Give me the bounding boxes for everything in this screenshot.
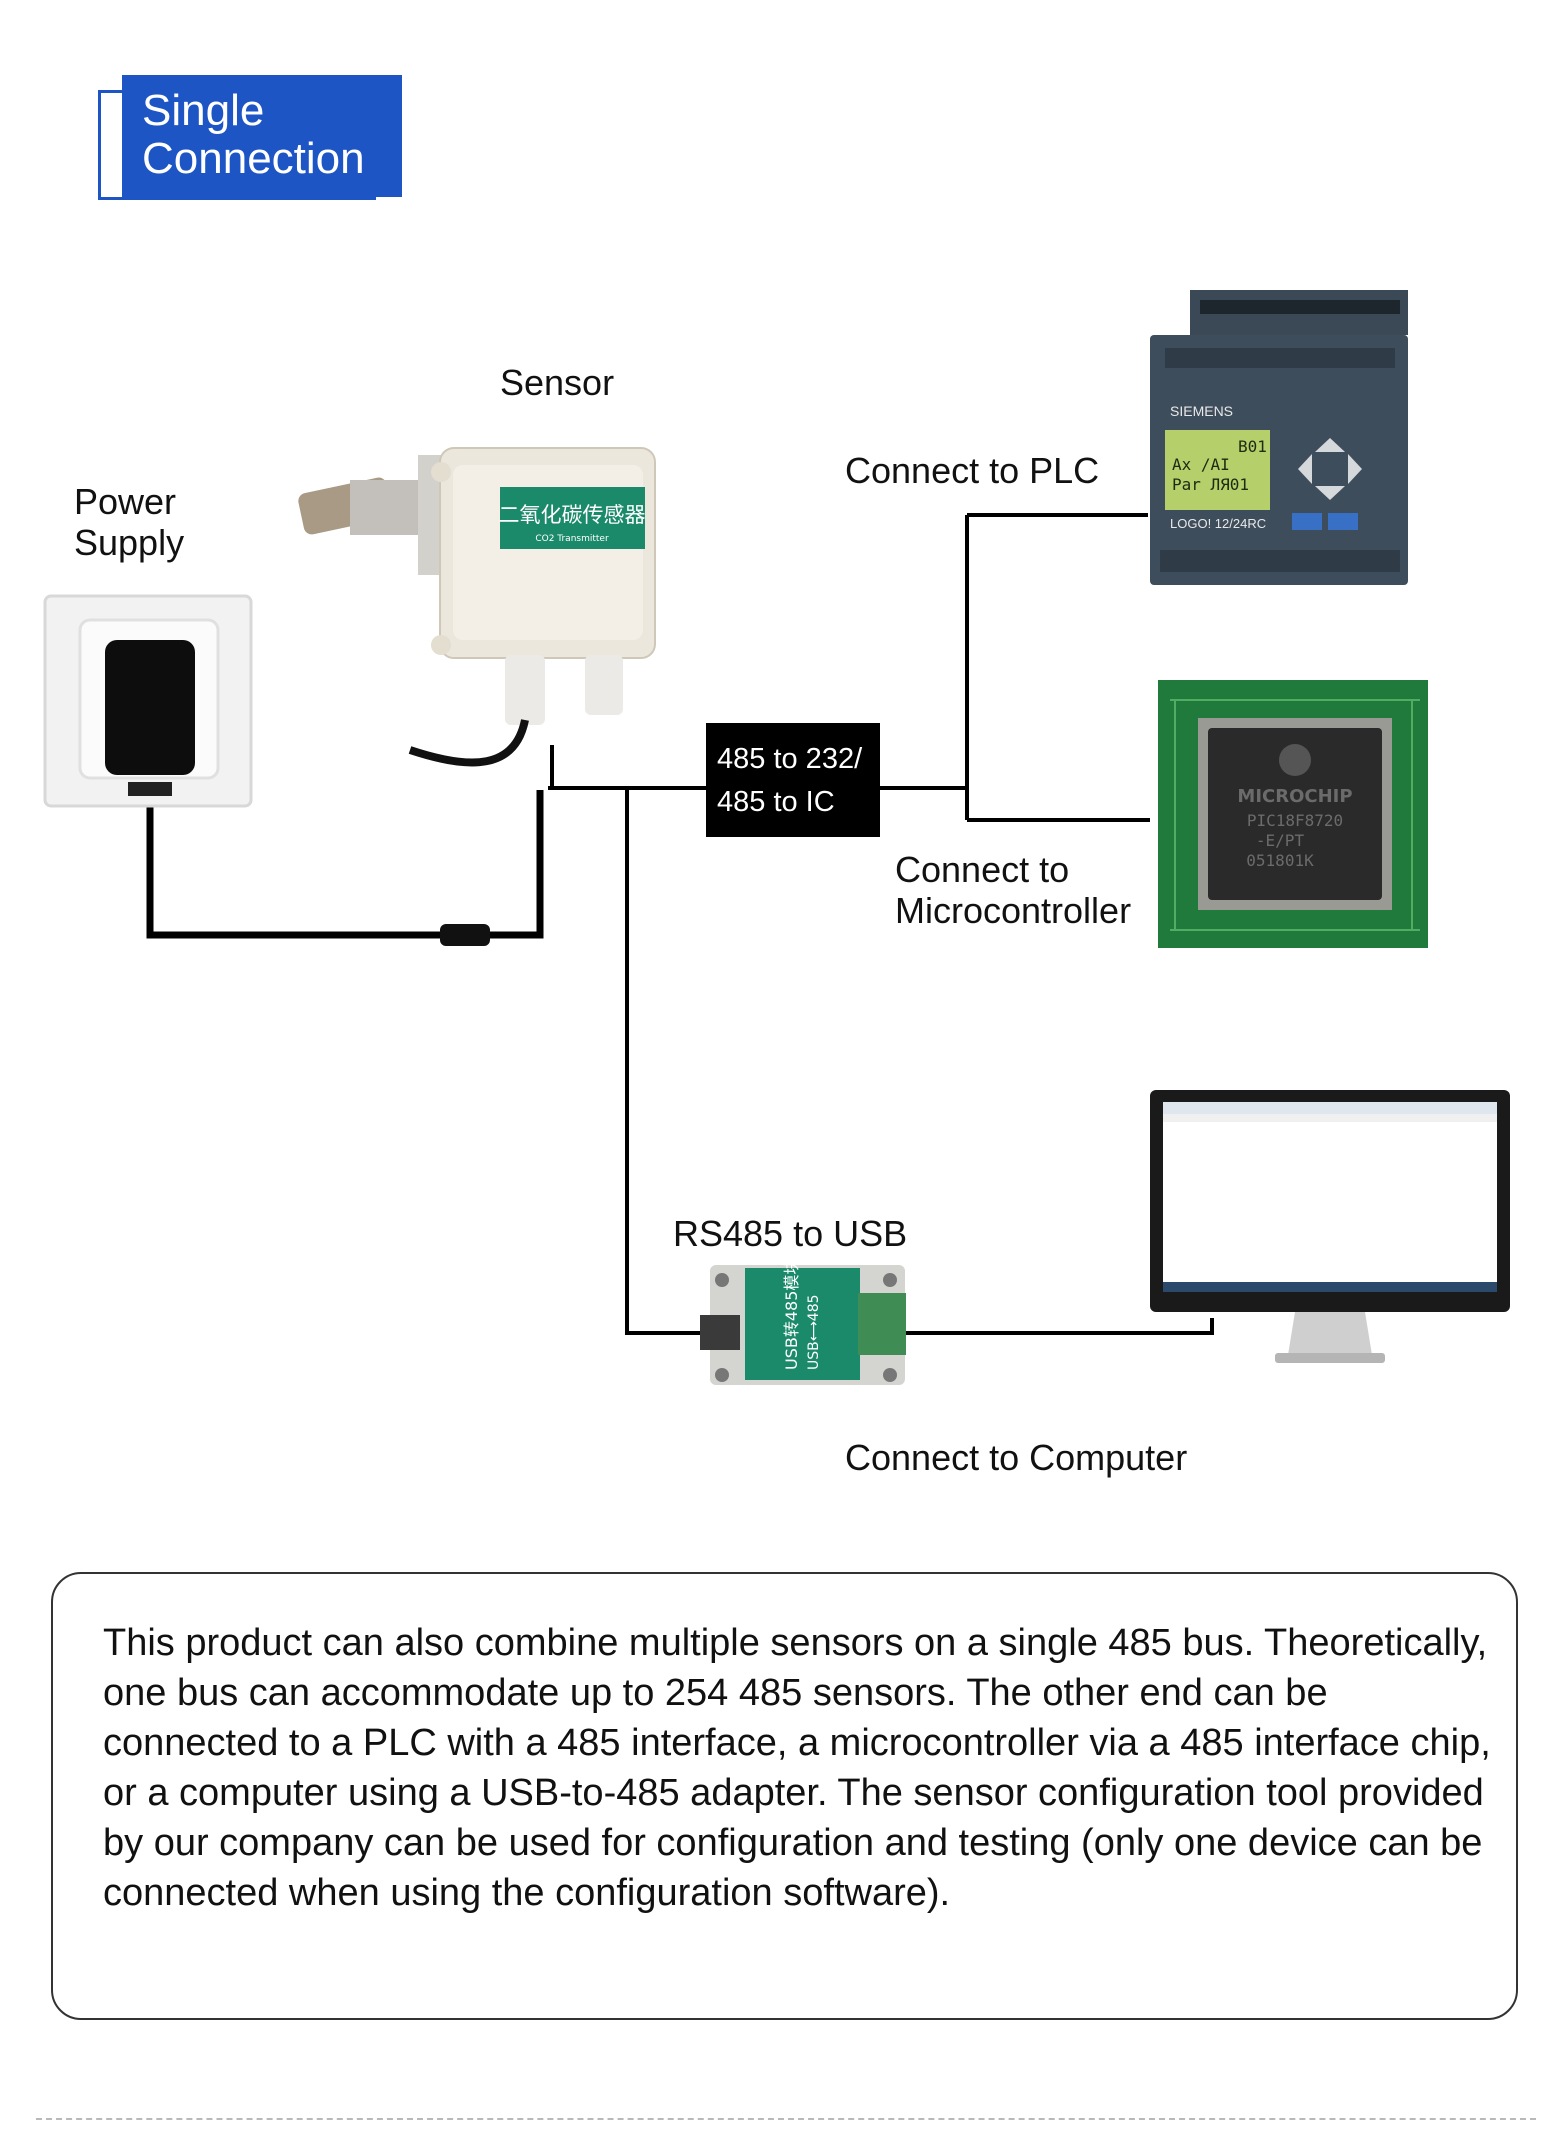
power-socket-image (43, 594, 253, 808)
description-box: This product can also combine multiple s… (51, 1572, 1518, 2020)
converter-label-line2: 485 to IC (717, 786, 835, 818)
bus-wires (548, 513, 1214, 1335)
converter-box-bg (706, 723, 880, 837)
rs485-usb-label: RS485 to USB (673, 1213, 908, 1254)
section-title-line1: Single (142, 86, 265, 135)
plc-image: SIEMENS B01 Ax /AI Par ЛЯ01 LOGO! 12/24R… (1150, 290, 1408, 585)
section-title-badge: Single Connection (98, 75, 402, 202)
plc-screen-line1: B01 (1238, 437, 1267, 456)
chip-part-text: PIC18F8720 (1247, 811, 1343, 830)
chip-lot-text: 051801K (1246, 851, 1314, 870)
connect-computer-label: Connect to Computer (845, 1437, 1188, 1478)
monitor-image (1150, 1090, 1510, 1363)
usb-module-label: USB转485模块 (782, 1259, 801, 1370)
connect-microcontroller-label: Connect to Microcontroller (895, 849, 1132, 931)
plc-screen-line2: Ax /AI (1172, 455, 1230, 474)
sensor-sublabel-text: CO2 Transmitter (535, 534, 609, 544)
power-cable (146, 790, 544, 939)
power-cable-connector (440, 924, 490, 946)
plc-screen-line3: Par ЛЯ01 (1172, 475, 1249, 494)
converter-label-line1: 485 to 232/ (717, 743, 863, 775)
plc-brand-text: SIEMENS (1170, 403, 1233, 419)
usb-module-sublabel: USB⟷485 (806, 1294, 822, 1370)
sensor-label-text: 二氧化碳传感器 (499, 503, 646, 527)
power-supply-label: Power Supply (74, 481, 185, 563)
footer-divider (36, 2118, 1536, 2120)
chip-sub-text: -E/PT (1256, 831, 1305, 850)
usb-module-image: USB转485模块 USB⟷485 (700, 1259, 906, 1385)
plc-terminal-row (1200, 300, 1400, 314)
sensor-image: 二氧化碳传感器 CO2 Transmitter (298, 447, 656, 767)
connect-plc-label: Connect to PLC (845, 450, 1100, 491)
chip-brand-text: MICROCHIP (1237, 786, 1352, 807)
sensor-label: Sensor (500, 362, 615, 403)
section-title-line2: Connection (142, 134, 365, 183)
plc-model-text: LOGO! 12/24RC (1170, 516, 1266, 531)
plc-dpad (1298, 438, 1362, 500)
title-badge-fill (122, 75, 402, 197)
section-title: Single Connection (142, 87, 365, 183)
chip-image: MICROCHIP PIC18F8720 -E/PT 051801K (1158, 680, 1428, 948)
description-text: This product can also combine multiple s… (103, 1622, 1491, 1914)
